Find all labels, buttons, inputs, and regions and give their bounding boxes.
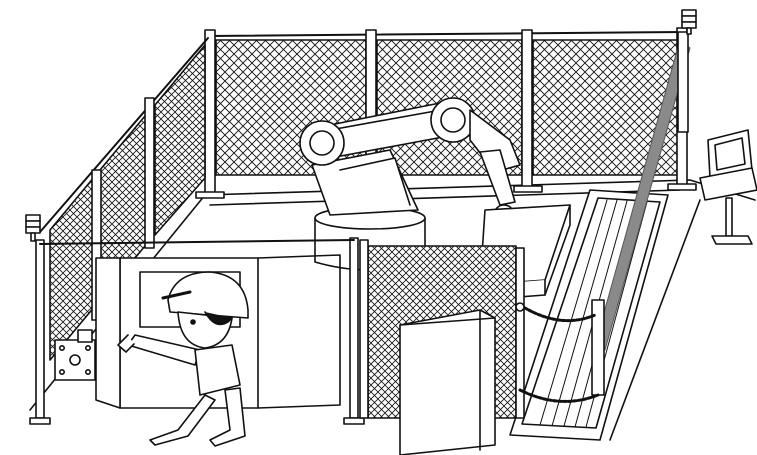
- foreground-cabinet: [400, 310, 495, 455]
- operator-control-terminal: [700, 130, 757, 244]
- stack-light-left: [26, 215, 40, 241]
